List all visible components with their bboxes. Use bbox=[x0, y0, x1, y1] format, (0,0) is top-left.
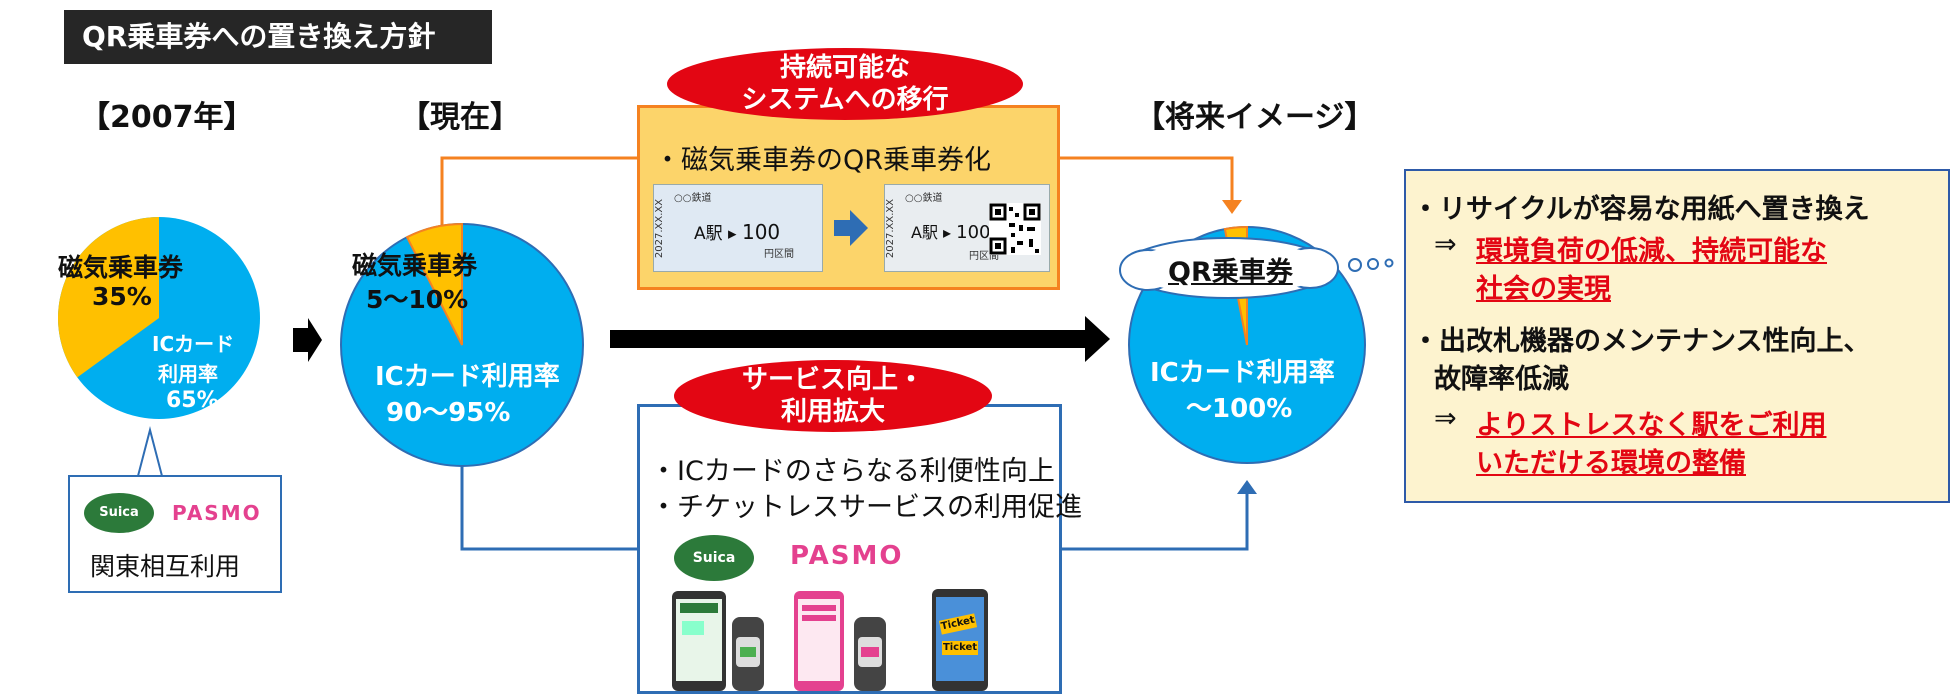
smartphone-ticket-icon: Ticket Ticket bbox=[932, 589, 988, 691]
big-arrow-head bbox=[1085, 316, 1110, 362]
pieCurrent-magnetic-label: 磁気乗車券 bbox=[352, 251, 478, 280]
pie-2007 bbox=[58, 217, 260, 419]
pieCurrent-ic-value: 90～95% bbox=[386, 398, 511, 428]
qr-ticket-route: A駅 ▸ 100 bbox=[911, 222, 991, 243]
suica-logo-2: Suica bbox=[674, 535, 754, 581]
service-oval-line1: サービス向上・ bbox=[741, 365, 924, 395]
small-transition-arrow bbox=[293, 318, 322, 362]
sustainable-oval-line1: 持続可能な bbox=[779, 53, 910, 83]
pieCurrent-ic-label: ICカード利用率 bbox=[375, 362, 560, 392]
callout-caption: 関東相互利用 bbox=[90, 552, 241, 581]
smartphone-suica-icon bbox=[672, 591, 726, 691]
smartwatch-icon-1 bbox=[732, 617, 764, 691]
pie2007-ic-value: 65% bbox=[166, 388, 219, 413]
qr-code-icon bbox=[989, 203, 1041, 255]
benefit1-arrow: ⇒ bbox=[1434, 229, 1457, 260]
callout-2007: Suica PASMO 関東相互利用 bbox=[68, 475, 282, 593]
pie2007-ic-line1: ICカード bbox=[152, 332, 235, 356]
sustainable-bullet: ・磁気乗車券のQR乗車券化 bbox=[654, 145, 992, 176]
ticket-rail: ○○鉄道 bbox=[674, 193, 712, 204]
pie2007-magnetic-label: 磁気乗車券 bbox=[58, 253, 184, 282]
ticket-route: A駅 ▸ 100 bbox=[694, 220, 781, 244]
orange-connector-right bbox=[1058, 156, 1234, 205]
benefit2-line2: 故障率低減 bbox=[1434, 364, 1569, 395]
benefit2-result-line1: よりストレスなく駅をご利用 bbox=[1476, 410, 1827, 441]
pie2007-magnetic-value: 35% bbox=[92, 282, 152, 311]
pieFuture-ic-label: ICカード利用率 bbox=[1150, 358, 1335, 388]
blue-arrowhead bbox=[1237, 480, 1257, 494]
benefit1: ・リサイクルが容易な用紙へ置き換え bbox=[1412, 194, 1870, 225]
orange-connector-left bbox=[440, 156, 640, 238]
sustainable-oval-line2: システムへの移行 bbox=[741, 85, 949, 115]
qr-ticket-zone: 円区間 bbox=[969, 251, 999, 262]
service-box: ・ICカードのさらなる利便性向上 ・チケットレスサービスの利用促進 Suica … bbox=[637, 404, 1082, 694]
suica-logo: Suica bbox=[84, 493, 154, 533]
pieFuture-ic-value: ～100% bbox=[1186, 394, 1293, 424]
qr-ticket: ○○鉄道 2027.XX.XX A駅 ▸ 100 円区間 bbox=[884, 184, 1050, 272]
magnetic-ticket: ○○鉄道 2027.XX.XX A駅 ▸ 100 円区間 bbox=[653, 184, 823, 272]
benefit1-result-line2: 社会の実現 bbox=[1476, 274, 1611, 305]
qr-ticket-date: 2027.XX.XX bbox=[885, 198, 897, 259]
big-arrow-shaft bbox=[610, 330, 1090, 348]
qr-ticket-rail: ○○鉄道 bbox=[905, 193, 943, 204]
service-bullet2: ・チケットレスサービスの利用促進 bbox=[650, 492, 1082, 523]
benefit2-result-line2: いただける環境の整備 bbox=[1476, 448, 1746, 479]
ticket-zone: 円区間 bbox=[764, 249, 794, 260]
era-current: 【現在】 bbox=[400, 100, 520, 135]
benefit1-result-line1: 環境負荷の低減、持続可能な bbox=[1476, 236, 1827, 267]
era-2007: 【2007年】 bbox=[80, 100, 254, 135]
pieFuture-qr-label: QR乗車券 bbox=[1168, 257, 1293, 288]
ticket-label-2: Ticket bbox=[942, 641, 978, 655]
blue-connector-right bbox=[1060, 492, 1249, 551]
pie2007-ic-line2: 利用率 bbox=[158, 362, 218, 386]
pie-current bbox=[340, 222, 584, 467]
sustainable-oval: 持続可能な システムへの移行 bbox=[667, 48, 1023, 120]
service-bullet1: ・ICカードのさらなる利便性向上 bbox=[650, 456, 1055, 487]
pasmo-logo: PASMO bbox=[172, 501, 262, 525]
era-future: 【将来イメージ】 bbox=[1135, 100, 1375, 135]
benefit2-arrow: ⇒ bbox=[1434, 403, 1457, 434]
pieCurrent-magnetic-slice bbox=[405, 222, 463, 346]
smartphone-pasmo-icon bbox=[794, 591, 844, 691]
blue-connector-left bbox=[460, 460, 640, 551]
sustainable-box: ・磁気乗車券のQR乗車券化 ○○鉄道 2027.XX.XX A駅 ▸ 100 円… bbox=[637, 105, 1060, 290]
cloud-shape bbox=[1119, 237, 1394, 299]
pieCurrent-magnetic-value: 5～10% bbox=[366, 285, 469, 314]
smartwatch-icon-2 bbox=[854, 617, 886, 691]
ticket-arrow-icon bbox=[834, 210, 868, 246]
pie2007-magnetic-slice bbox=[58, 217, 159, 378]
service-oval: サービス向上・ 利用拡大 bbox=[674, 360, 992, 432]
pasmo-logo-2: PASMO bbox=[790, 541, 904, 571]
service-oval-line2: 利用拡大 bbox=[780, 397, 885, 427]
orange-arrowhead bbox=[1222, 200, 1242, 214]
ticket-date: 2027.XX.XX bbox=[654, 198, 666, 259]
benefits-box: ・リサイクルが容易な用紙へ置き換え ⇒ 環境負荷の低減、持続可能な 社会の実現 … bbox=[1404, 169, 1950, 503]
callout-pointer bbox=[136, 426, 164, 477]
benefit2-line1: ・出改札機器のメンテナンス性向上、 bbox=[1412, 326, 1871, 357]
page-title: QR乗車券への置き換え方針 bbox=[64, 10, 492, 64]
